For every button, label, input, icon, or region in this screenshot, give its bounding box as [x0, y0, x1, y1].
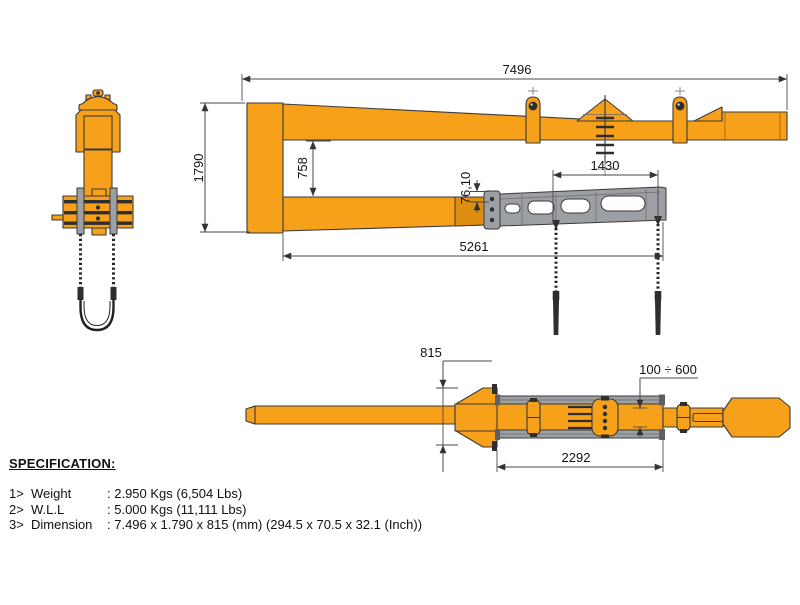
specification-heading: SPECIFICATION:	[9, 456, 116, 471]
spec-row-weight: 1> Weight : 2.950 Kgs (6,504 Lbs)	[9, 486, 569, 502]
dim-label-overall-length: 7496	[503, 62, 532, 77]
arm-slot-1	[504, 203, 521, 214]
clamp-handle	[51, 214, 64, 221]
dim-plate-width: 815	[420, 345, 492, 472]
clamp-bar-right	[109, 187, 118, 235]
dim-telescopic-length: 2292	[496, 439, 664, 472]
cap-pin-icon	[96, 91, 100, 95]
spec-item-label: W.L.L	[31, 501, 65, 517]
spec-item-value: : 2.950 Kgs (6,504 Lbs)	[107, 486, 243, 501]
front-sling	[77, 234, 117, 332]
arm-slot-2	[527, 200, 555, 215]
plan-wing-bottom	[455, 430, 498, 448]
side-lower-arm	[282, 196, 485, 232]
dim-label-inner-gap: 758	[295, 157, 310, 179]
spec-item-number: 1>	[9, 486, 24, 501]
side-chain-right	[654, 216, 662, 335]
dim-label-telescopic-length: 2292	[562, 450, 591, 465]
plan-centre-beam	[454, 403, 664, 432]
plan-wing-top	[455, 387, 498, 405]
dim-adjustment-range: 100 ÷ 600	[633, 362, 698, 437]
lifting-lug-1	[525, 87, 541, 144]
dim-overall-length: 7496	[241, 62, 788, 110]
dim-label-arm-end-section: 76,10	[458, 172, 473, 205]
side-view: 7496 1790 758 5261 1430	[191, 62, 788, 335]
specification-block: SPECIFICATION: 1> Weight : 2.950 Kgs (6,…	[9, 456, 569, 533]
dim-hook-spread: 1430	[552, 158, 659, 224]
beam-centre-bolts	[596, 95, 614, 176]
arm-slot-4	[600, 195, 646, 212]
spec-item-value: : 7.496 x 1.790 x 815 (mm) (294.5 x 70.5…	[107, 517, 423, 532]
plan-counterweight	[722, 397, 791, 438]
plan-view: 815 2292 100 ÷ 600	[245, 345, 791, 472]
dim-label-lower-arm-length: 5261	[460, 239, 489, 254]
dim-overall-height: 1790	[191, 102, 250, 233]
dim-label-adjustment-range: 100 ÷ 600	[639, 362, 697, 377]
spec-item-number: 3>	[9, 517, 24, 532]
front-upper-box	[75, 109, 121, 153]
spec-item-value: : 5.000 Kgs (11,111 Lbs)	[107, 501, 247, 517]
lug2-centreline-icon	[675, 87, 685, 95]
lifting-lug-2	[672, 87, 688, 144]
plan-rail-bottom	[495, 429, 665, 440]
spec-row-dimension: 3> Dimension : 7.496 x 1.790 x 815 (mm) …	[9, 517, 569, 533]
spec-item-label: Weight	[31, 486, 72, 501]
dim-lower-arm-length: 5261	[282, 222, 664, 261]
plan-centre-assembly	[568, 396, 619, 439]
dim-label-hook-spread: 1430	[591, 158, 620, 173]
clamp-bar-left	[76, 187, 85, 235]
beam-wedge	[693, 106, 723, 122]
spec-item-label: Dimension	[31, 517, 93, 532]
spec-item-number: 2>	[9, 501, 24, 517]
plan-rail-top	[495, 394, 665, 406]
dim-arm-end-section: 76,10	[458, 172, 489, 213]
spec-row-wll: 2> W.L.L : 5.000 Kgs (11,111 Lbs)	[9, 502, 569, 518]
plan-collar-2	[676, 402, 691, 433]
dim-label-overall-height: 1790	[191, 154, 206, 183]
plan-collar-1	[526, 398, 541, 437]
side-column	[246, 102, 284, 234]
front-clamp-assembly	[51, 187, 134, 236]
plan-shaft	[245, 405, 456, 425]
dim-inner-gap: 758	[295, 140, 331, 197]
dim-label-plate-width: 815	[420, 345, 442, 360]
front-top-cap	[78, 89, 118, 111]
front-view	[51, 89, 134, 332]
slotted-extension-arm	[499, 186, 667, 227]
arm-slot-3	[560, 198, 591, 214]
side-chain-left	[552, 220, 560, 335]
arm-connector-plate	[483, 190, 501, 230]
lug1-centreline-icon	[528, 87, 538, 95]
